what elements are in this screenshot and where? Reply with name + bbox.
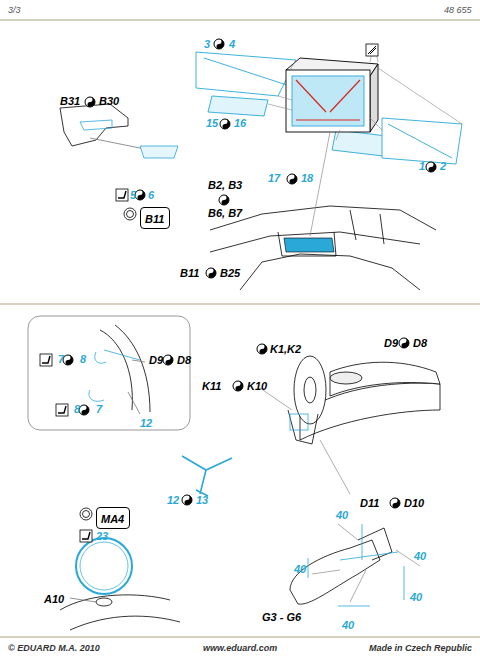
part-number: 13 [196,495,208,506]
part-code: K11 [202,381,221,392]
part-number: 12 [167,495,179,506]
part-number: 40 [336,510,348,521]
part-number: 40 [414,551,426,562]
part-code: D9 [384,338,398,349]
part-code: D8 [413,338,427,349]
part-code: B11 [145,213,164,225]
part-code: B11 [180,268,199,279]
part-code: B2, B3 [208,180,242,191]
part-code: G3 - G6 [262,612,301,623]
part-code: K10 [247,381,267,392]
part-number: 40 [342,620,354,631]
part-number: 7 [58,354,64,365]
part-number: 2 [440,161,446,172]
part-code: B6, B7 [208,208,242,219]
part-code: D9 [149,355,163,366]
part-number: 12 [140,418,152,429]
reference-box: MA4 [96,507,130,529]
detail-inset: 7 8 8 7 [28,316,190,430]
part-number: 8 [74,404,80,415]
part-number: 7 [96,404,102,415]
part-code: B30 [99,96,119,107]
footer-text: www.eduard.com [203,644,277,653]
part-code: D8 [177,355,191,366]
footer-text: © EDUARD M.A. 2010 [8,644,100,653]
part-number: 15 [206,118,218,129]
part-number: 18 [301,173,313,184]
part-code: MA4 [101,513,124,525]
page-header: 3/3 [8,6,21,15]
part-number: 3 [204,39,210,50]
part-number: 5 [130,190,136,201]
part-number: 23 [96,531,108,542]
part-number: 40 [410,592,422,603]
part-number: 4 [229,39,235,50]
footer-text: Made in Czech Republic [369,644,472,653]
part-number: 17 [268,173,280,184]
part-code: B31 [60,96,80,107]
part-code: K1,K2 [270,344,301,355]
part-code: B25 [220,268,240,279]
part-code: A10 [44,594,64,605]
part-number: 1 [419,161,425,172]
page-header: 48 655 [444,6,472,15]
part-number: 16 [234,118,246,129]
part-number: 6 [148,190,154,201]
part-number: 40 [294,564,306,575]
part-number: 8 [80,354,86,365]
part-code: D10 [404,498,424,509]
reference-box: B11 [140,207,170,229]
part-code: D11 [360,498,379,509]
